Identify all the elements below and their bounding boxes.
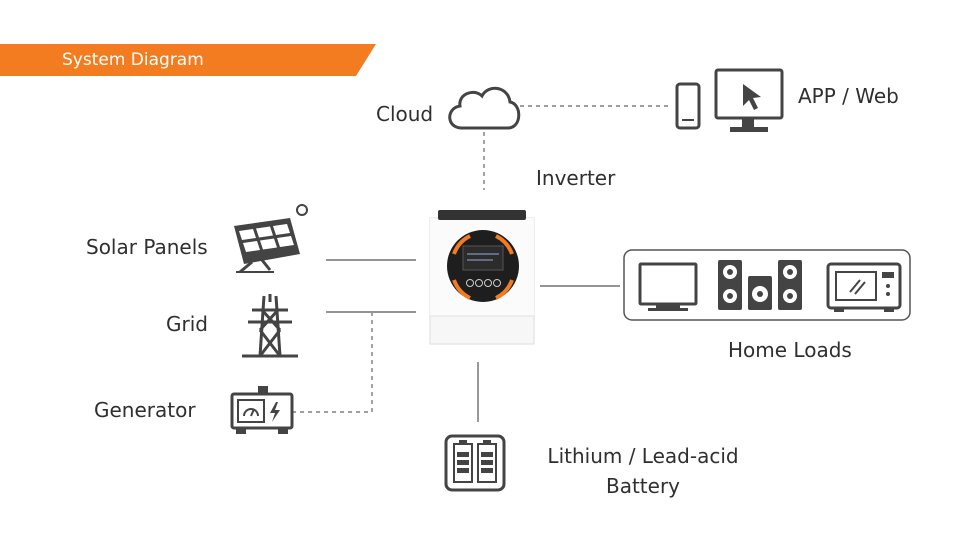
banner-title: System Diagram — [62, 50, 204, 70]
generator-icon — [230, 386, 294, 434]
solar-panels-label: Solar Panels — [86, 235, 208, 259]
battery-label-line2: Battery — [605, 474, 681, 498]
monitor-icon — [714, 68, 784, 132]
inverter-label: Inverter — [536, 166, 616, 190]
smartphone-icon — [675, 82, 701, 130]
section-banner: System Diagram — [0, 44, 376, 76]
cloud-label: Cloud — [376, 102, 434, 126]
generator-inverter-link — [292, 313, 373, 413]
generator-label: Generator — [94, 398, 196, 422]
solar-panel-icon — [234, 204, 308, 274]
grid-label: Grid — [166, 312, 208, 336]
home-loads-label: Home Loads — [728, 338, 852, 362]
tv-icon — [638, 262, 698, 311]
app-web-label: APP / Web — [798, 84, 899, 108]
connections — [292, 105, 672, 422]
power-tower-icon — [242, 294, 298, 358]
banner-shape — [0, 44, 376, 76]
home-loads-box — [623, 249, 911, 321]
battery-label-line1: Lithium / Lead-acid — [547, 444, 739, 468]
speakers-icon — [718, 260, 802, 310]
microwave-icon — [826, 262, 902, 312]
cloud-icon — [448, 86, 521, 130]
battery-icon — [444, 434, 506, 492]
inverter-icon — [429, 210, 535, 345]
